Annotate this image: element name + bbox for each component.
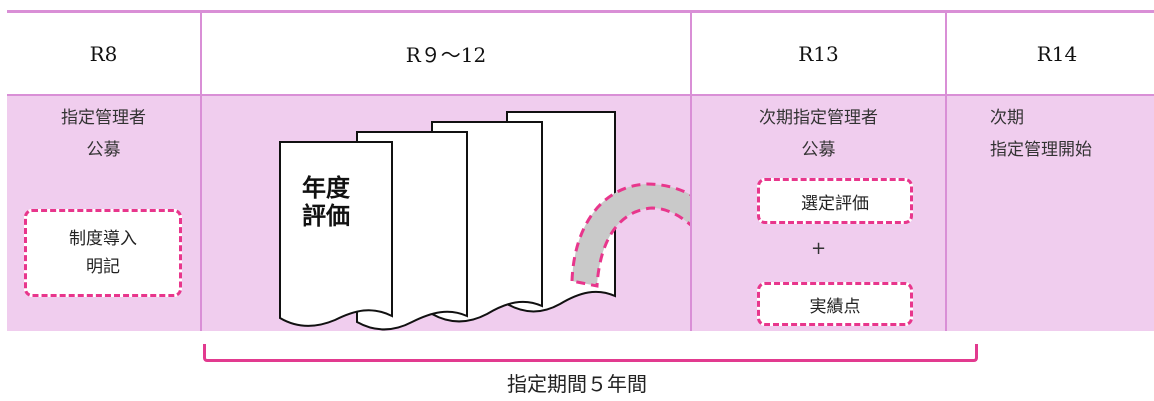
r14-line2: 指定管理開始 xyxy=(990,140,1092,160)
cell-r8-text: 指定管理者 公募 xyxy=(7,102,200,166)
period-bracket xyxy=(203,344,978,362)
r8-line2: 公募 xyxy=(86,140,121,160)
curved-arrow-icon xyxy=(570,182,690,288)
r14-line1: 次期 xyxy=(990,108,1024,128)
document-stack-icon xyxy=(279,111,690,331)
cell-r9-12: 年度 評価 xyxy=(202,96,690,331)
page-1 xyxy=(279,141,393,327)
cell-r8: 指定管理者 公募 制度導入 明記 xyxy=(7,96,200,331)
header-r13: R13 xyxy=(692,13,945,96)
annual-evaluation-label: 年度 評価 xyxy=(302,174,350,230)
header-r14: R14 xyxy=(947,13,1154,96)
r8-line1: 指定管理者 xyxy=(61,108,146,128)
r13-line1: 次期指定管理者 xyxy=(759,108,878,128)
timeline-table: R8 R９～12 R13 R14 指定管理者 公募 制度導入 明記 年度 評価 xyxy=(7,10,1154,331)
header-r8: R8 xyxy=(7,13,200,96)
cell-r13: 次期指定管理者 公募 選定評価 + 実績点 xyxy=(692,96,945,331)
performance-points-box: 実績点 xyxy=(757,282,913,326)
system-introduction-box: 制度導入 明記 xyxy=(24,209,182,297)
box-line1: 制度導入 xyxy=(69,229,137,249)
period-label: 指定期間５年間 xyxy=(507,372,647,396)
cell-r13-text: 次期指定管理者 公募 xyxy=(692,102,945,166)
header-r9-12: R９～12 xyxy=(202,13,690,96)
divider-3 xyxy=(945,13,947,331)
doc-line2: 評価 xyxy=(302,202,350,230)
divider-2 xyxy=(690,13,692,331)
cell-r14-text: 次期 指定管理開始 xyxy=(947,102,1154,166)
selection-evaluation-box: 選定評価 xyxy=(757,178,913,224)
r13-line2: 公募 xyxy=(801,140,836,160)
doc-line1: 年度 xyxy=(302,174,350,202)
box-line2: 明記 xyxy=(86,257,120,277)
divider-1 xyxy=(200,13,202,331)
plus-sign: + xyxy=(810,238,827,259)
cell-r14: 次期 指定管理開始 xyxy=(947,96,1154,331)
